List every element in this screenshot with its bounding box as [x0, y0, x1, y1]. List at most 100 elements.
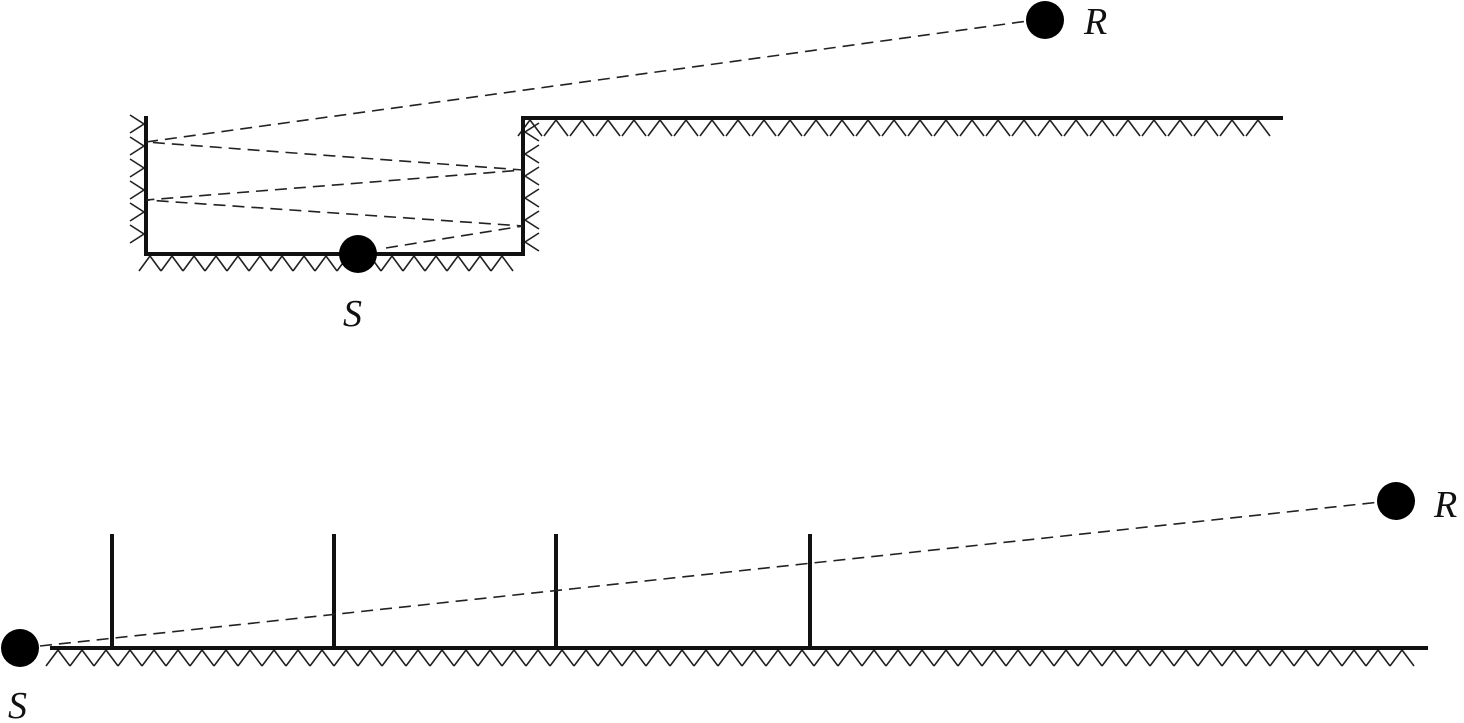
hatch-mark	[1149, 648, 1175, 667]
hatch-mark	[1197, 648, 1223, 667]
hatch-mark	[1317, 648, 1343, 667]
hatch-mark	[1245, 648, 1271, 667]
hatch-mark	[881, 118, 907, 137]
bottom-direct-path	[39, 501, 1381, 647]
hatch-mark	[189, 648, 215, 667]
hatch-mark	[573, 648, 599, 667]
hatch-mark	[1293, 648, 1319, 667]
hatch-mark	[129, 202, 146, 222]
hatch-mark	[1053, 648, 1079, 667]
top-receiver-dot	[1026, 1, 1064, 39]
hatch-mark	[117, 648, 143, 667]
hatch-mark	[717, 648, 743, 667]
hatch-mark	[1037, 118, 1063, 137]
hatch-mark	[402, 254, 426, 272]
hatch-mark	[213, 648, 239, 667]
hatch-mark	[549, 648, 575, 667]
hatch-mark	[270, 254, 294, 272]
top-source-label: S	[343, 293, 362, 335]
hatch-mark	[501, 648, 527, 667]
bottom-source-dot	[1, 629, 39, 667]
hatch-mark	[1389, 648, 1415, 667]
bottom-ground-hatching	[45, 648, 1415, 667]
hatch-mark	[985, 118, 1011, 137]
hatch-mark	[129, 180, 146, 200]
hatch-mark	[182, 254, 206, 272]
hatch-mark	[1167, 118, 1193, 137]
hatch-mark	[292, 254, 316, 272]
top-cavity-walls	[144, 116, 1283, 256]
hatch-mark	[237, 648, 263, 667]
hatch-mark	[861, 648, 887, 667]
hatch-mark	[429, 648, 455, 667]
hatch-mark	[1011, 118, 1037, 137]
hatch-mark	[1089, 118, 1115, 137]
hatch-mark	[595, 118, 621, 137]
hatch-mark	[855, 118, 881, 137]
hatch-mark	[477, 648, 503, 667]
hatch-mark	[285, 648, 311, 667]
hatch-mark	[813, 648, 839, 667]
hatch-mark	[93, 648, 119, 667]
hatch-mark	[909, 648, 935, 667]
hatch-mark	[959, 118, 985, 137]
hatch-mark	[405, 648, 431, 667]
hatch-mark	[226, 254, 250, 272]
hatch-mark	[129, 224, 146, 244]
hatch-mark	[129, 136, 146, 156]
hatch-mark	[129, 158, 146, 178]
hatch-mark	[333, 648, 359, 667]
hatch-mark	[453, 648, 479, 667]
hatch-mark	[523, 144, 540, 164]
hatch-mark	[380, 254, 404, 272]
hatch-mark	[45, 648, 71, 667]
hatch-mark	[490, 254, 514, 272]
hatch-mark	[309, 648, 335, 667]
bottom-source-label: S	[8, 685, 27, 723]
hatch-mark	[248, 254, 272, 272]
hatch-mark	[261, 648, 287, 667]
hatch-mark	[645, 648, 671, 667]
hatch-mark	[523, 122, 540, 142]
hatch-mark	[165, 648, 191, 667]
bottom-diagram: S R	[1, 482, 1457, 723]
hatch-mark	[1141, 118, 1167, 137]
hatch-mark	[543, 118, 569, 137]
hatch-mark	[1173, 648, 1199, 667]
top-reflection-path	[145, 19, 1036, 249]
hatch-mark	[829, 118, 855, 137]
hatch-mark	[138, 254, 162, 272]
hatch-mark	[765, 648, 791, 667]
hatch-mark	[693, 648, 719, 667]
hatch-mark	[741, 648, 767, 667]
hatch-mark	[907, 118, 933, 137]
bottom-receiver-label: R	[1433, 484, 1457, 526]
hatch-mark	[446, 254, 470, 272]
hatch-mark	[141, 648, 167, 667]
hatch-mark	[777, 118, 803, 137]
hatch-mark	[669, 648, 695, 667]
hatch-mark	[597, 648, 623, 667]
hatch-mark	[1115, 118, 1141, 137]
hatch-mark	[525, 648, 551, 667]
hatch-mark	[647, 118, 673, 137]
hatch-mark	[1063, 118, 1089, 137]
hatch-mark	[1005, 648, 1031, 667]
hatch-mark	[751, 118, 777, 137]
hatch-mark	[1365, 648, 1391, 667]
top-diagram: S R	[129, 1, 1283, 335]
top-receiver-label: R	[1083, 1, 1107, 43]
hatch-mark	[699, 118, 725, 137]
hatch-mark	[1101, 648, 1127, 667]
hatch-mark	[357, 648, 383, 667]
hatch-mark	[569, 118, 595, 137]
hatch-mark	[1219, 118, 1245, 137]
hatch-mark	[69, 648, 95, 667]
hatch-mark	[957, 648, 983, 667]
hatch-mark	[885, 648, 911, 667]
hatch-mark	[523, 188, 540, 208]
hatch-mark	[204, 254, 228, 272]
hatch-mark	[523, 210, 540, 230]
hatch-mark	[621, 118, 647, 137]
